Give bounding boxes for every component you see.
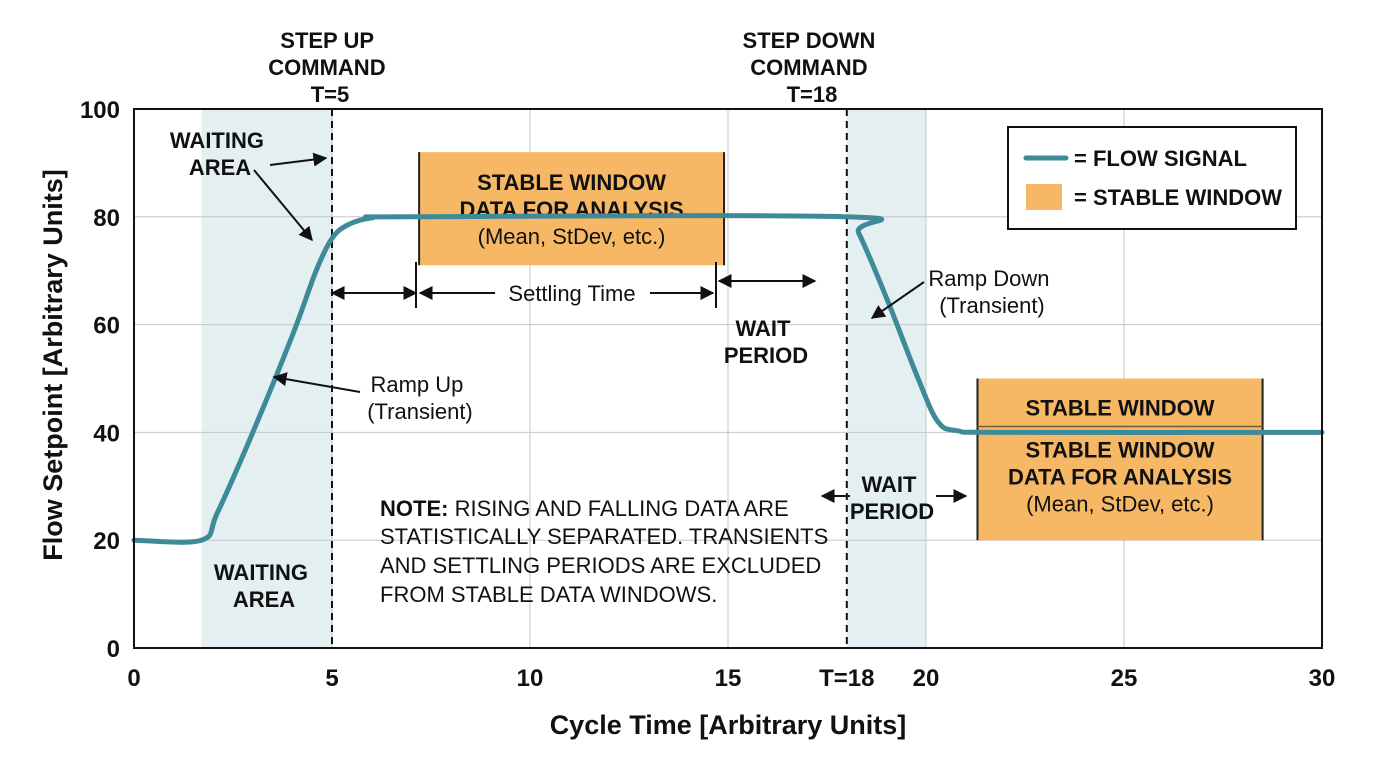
y-axis-title: Flow Setpoint [Arbitrary Units] (38, 169, 68, 561)
stable-window-text: (Mean, StDev, etc.) (1026, 492, 1214, 517)
waiting-area-arrow-right (269, 152, 328, 167)
x-tick-label: 10 (517, 665, 544, 692)
stable-window-1 (977, 378, 1263, 541)
plot-frame (133, 108, 1323, 649)
y-tick-label: 80 (93, 205, 120, 232)
y-tick-label: 0 (107, 636, 120, 663)
series-line-0 (131, 213, 1325, 545)
step-down-label: STEP DOWN COMMAND T=18 (743, 28, 882, 107)
y-tick-label: 40 (93, 420, 120, 447)
x-tick-label: 5 (325, 665, 338, 692)
waiting-area-arrow-down (253, 169, 313, 242)
shaded-regions (201, 109, 926, 648)
x-axis-title: Cycle Time [Arbitrary Units] (550, 710, 907, 740)
y-tick-label: 100 (80, 97, 120, 124)
x-tick-label: 15 (715, 665, 742, 692)
x-tick-label: 30 (1309, 665, 1336, 692)
stable-window-text: (Mean, StDev, etc.) (478, 224, 666, 249)
x-tick-label: 25 (1111, 665, 1138, 692)
x-tick-label: 0 (127, 665, 140, 692)
wait-period-upper-label: WAIT PERIOD (724, 316, 808, 368)
ramp-up-label: Ramp Up (Transient) (367, 372, 473, 424)
legend: = FLOW SIGNAL = STABLE WINDOW (1007, 126, 1297, 230)
x-tick-label: T=18 (819, 665, 874, 692)
wait-period-lower-label: WAIT PERIOD (850, 472, 934, 524)
waiting-area-bottom-label: WAITING AREA (214, 560, 314, 612)
x-tick-label: 20 (913, 665, 940, 692)
plot-border (133, 108, 1323, 649)
stable-window-text: DATA FOR ANALYSIS (1008, 465, 1232, 490)
ramp-down-arrow (870, 281, 925, 319)
legend-swatch-box (1026, 184, 1062, 210)
y-tick-label: 20 (93, 528, 120, 555)
ramp-down-label: Ramp Down (Transient) (928, 266, 1055, 318)
shaded-region-0 (201, 109, 332, 648)
note-text: NOTE: RISING AND FALLING DATA ARE STATIS… (380, 496, 834, 607)
stable-window-text: STABLE WINDOW (477, 170, 666, 195)
stable-window-0 (419, 152, 725, 266)
stable-window-text: STABLE WINDOW (1026, 438, 1215, 463)
waiting-area-top-label: WAITING AREA (170, 128, 270, 180)
legend-label: = FLOW SIGNAL (1074, 146, 1247, 171)
tick-labels: 0 5 10 15 T=18 20 25 30 0 20 40 60 80 100 (80, 97, 1335, 692)
ramp-up-arrow (272, 372, 361, 393)
step-up-label: STEP UP COMMAND T=5 (268, 28, 391, 107)
settling-time-label: Settling Time (508, 281, 635, 306)
series (131, 213, 1325, 545)
legend-label: = STABLE WINDOW (1074, 185, 1282, 210)
shaded-region-1 (846, 109, 926, 648)
legend-box (1007, 126, 1297, 230)
command-lines (331, 109, 848, 648)
y-tick-label: 60 (93, 313, 120, 340)
stable-window-header: STABLE WINDOW (1026, 396, 1215, 421)
